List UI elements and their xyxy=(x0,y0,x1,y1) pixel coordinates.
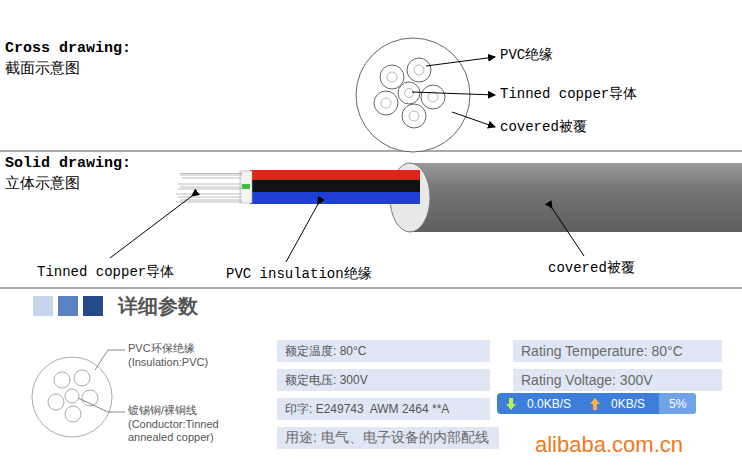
param-cell: 印字: E249743 AWM 2464 **A xyxy=(277,398,490,420)
leader-line xyxy=(78,350,125,412)
download-icon xyxy=(505,397,517,411)
part-label: PVC绝缘 xyxy=(500,47,553,64)
cross-section xyxy=(356,38,470,152)
part-label: (Conductor:Tinned annealed copper) xyxy=(128,418,246,444)
param-text: 用途: 电气、电子设备的内部配线 xyxy=(285,429,489,447)
param-text: 额定温度: 80°C xyxy=(285,343,366,360)
part-label: Tinned copper导体 xyxy=(500,86,637,103)
separator xyxy=(0,151,742,152)
watermark: alibaba.com.cn xyxy=(535,432,683,458)
param-cell: 额定电压: 300V xyxy=(277,369,490,391)
part-label: PVC环保绝缘 xyxy=(128,342,195,355)
param-text: 印字: E249743 AWM 2464 **A xyxy=(285,401,449,418)
upload-icon xyxy=(589,397,601,411)
part-label: PVC insulation绝缘 xyxy=(226,266,372,283)
title-square xyxy=(83,296,103,316)
section-title: 截面示意图 xyxy=(5,61,80,79)
section-title: 立体示意图 xyxy=(5,176,80,194)
speed-value: 0.0KB/S xyxy=(527,397,571,411)
small-cross-section xyxy=(32,357,112,437)
part-label: (Insulation:PVC) xyxy=(128,356,208,369)
param-cell: Rating Temperature: 80°C xyxy=(513,340,722,362)
part-label: Tinned copper导体 xyxy=(37,264,174,281)
separator xyxy=(0,288,742,289)
cable-3d xyxy=(176,163,742,232)
progress-percent: 5% xyxy=(659,393,696,414)
section-title: Cross drawing: xyxy=(5,40,131,58)
part-label: 镀锡铜/裸铜线 xyxy=(128,404,197,417)
part-label: covered被覆 xyxy=(500,119,587,136)
section-heading: 详细参数 xyxy=(118,294,198,318)
speed-bar: 0.0KB/S 0KB/S 5% xyxy=(497,393,696,414)
param-text: Rating Temperature: 80°C xyxy=(521,343,683,359)
section-title: Solid drawing: xyxy=(5,155,131,173)
part-label: covered被覆 xyxy=(548,260,635,277)
leader-line xyxy=(412,57,495,127)
param-cell: 用途: 电气、电子设备的内部配线 xyxy=(277,427,499,449)
leader-line xyxy=(110,196,584,262)
param-text: Rating Voltage: 300V xyxy=(521,372,653,388)
param-cell: Rating Voltage: 300V xyxy=(513,369,722,391)
speed-value: 0KB/S xyxy=(611,397,645,411)
param-text: 额定电压: 300V xyxy=(285,372,368,389)
title-square xyxy=(33,296,53,316)
param-cell: 额定温度: 80°C xyxy=(277,340,490,362)
title-square xyxy=(58,296,78,316)
